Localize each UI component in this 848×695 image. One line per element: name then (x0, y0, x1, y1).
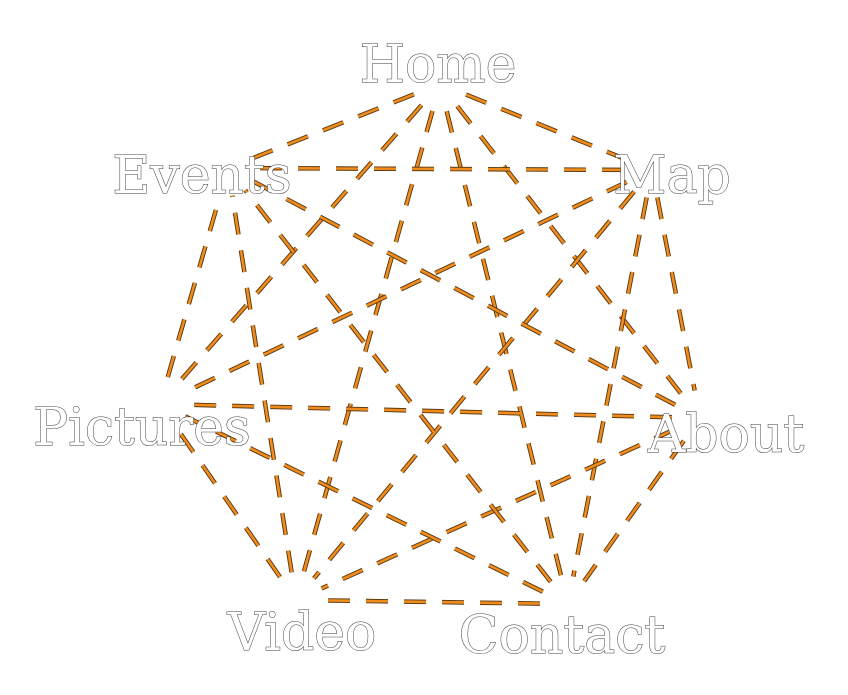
node-events[interactable]: Events (112, 146, 292, 207)
edge-map-about (656, 197, 696, 391)
edge-contact-events (244, 189, 552, 583)
edge-map-contact (572, 197, 648, 577)
edge-map-pictures (184, 180, 628, 394)
edge-home-about (456, 105, 684, 397)
edge-map-events (255, 166, 625, 172)
edge-home-pictures (177, 104, 423, 384)
edge-map-video (312, 190, 636, 580)
edge-video-pictures (174, 426, 282, 578)
edge-about-pictures (187, 403, 673, 419)
edge-home-events (253, 93, 415, 159)
edge-about-events (252, 179, 676, 407)
node-contact[interactable]: Contact (458, 606, 666, 667)
edge-about-contact (583, 440, 685, 582)
node-map[interactable]: Map (613, 146, 732, 207)
edge-pictures-events (166, 194, 222, 378)
edge-video-events (231, 195, 293, 573)
node-video[interactable]: Video (226, 603, 377, 664)
edge-contact-pictures (184, 415, 544, 593)
node-home[interactable]: Home (359, 35, 517, 96)
nodes-layer: Home Map About Contact Video Pictures Ev… (33, 35, 805, 667)
node-about[interactable]: About (646, 405, 805, 466)
edge-home-map (465, 93, 627, 161)
edge-home-video (302, 110, 434, 574)
edge-home-contact (445, 110, 563, 578)
edge-about-video (320, 428, 676, 590)
edges-layer (165, 92, 697, 606)
node-pictures[interactable]: Pictures (33, 398, 251, 459)
